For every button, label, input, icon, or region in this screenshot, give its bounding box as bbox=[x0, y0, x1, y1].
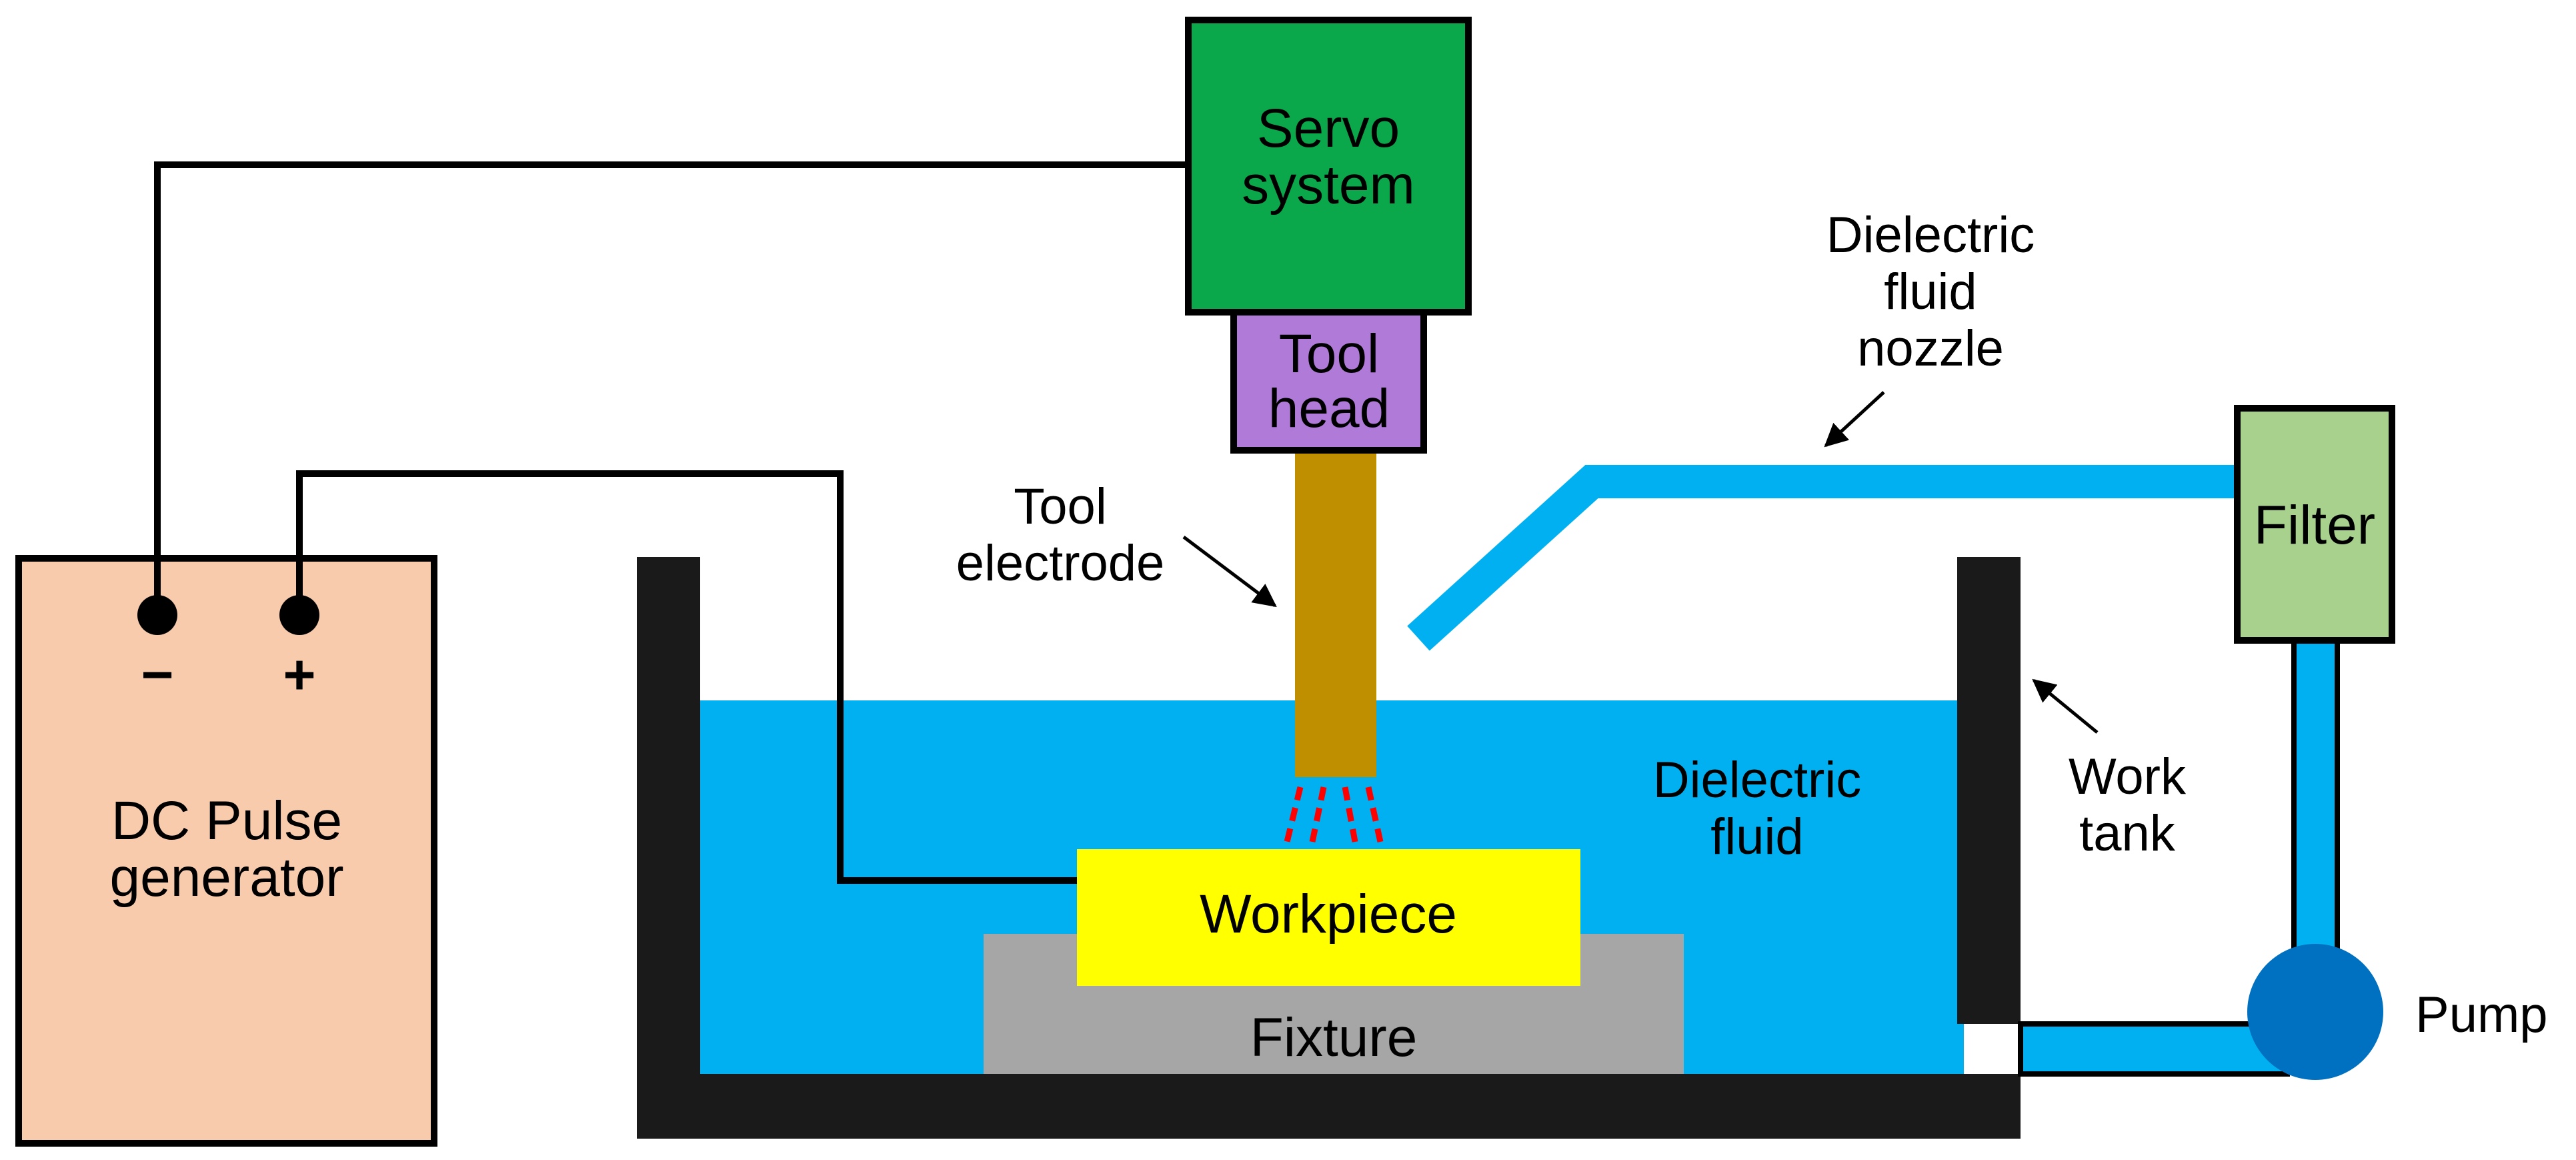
work-tank-left-wall bbox=[637, 557, 700, 1139]
return-pipe-horizontal bbox=[2018, 1021, 2290, 1077]
work-tank-right-wall bbox=[1957, 557, 2021, 1024]
tool-head-label-line2: head bbox=[1268, 378, 1390, 439]
filter-box bbox=[2234, 405, 2395, 644]
generator-label-line1: DC Pulse bbox=[111, 790, 342, 851]
spark-discharge bbox=[1284, 786, 1384, 843]
work-tank-arrow bbox=[2032, 678, 2099, 734]
servo-system-label-line2: system bbox=[1242, 155, 1415, 215]
nozzle-label-line2: fluid bbox=[1884, 263, 1977, 320]
tool-head-box bbox=[1230, 309, 1427, 454]
tool-head-label-line1: Tool bbox=[1279, 324, 1379, 384]
nozzle-arrow bbox=[1824, 391, 1885, 448]
generator-label-line2: generator bbox=[109, 847, 343, 908]
negative-wire-to-servo bbox=[154, 161, 1188, 615]
negative-terminal bbox=[137, 595, 177, 635]
spark-1 bbox=[1284, 786, 1304, 843]
spark-2 bbox=[1309, 786, 1327, 842]
work-tank-label-line1: Work bbox=[2069, 748, 2187, 805]
nozzle-label-line3: nozzle bbox=[1857, 320, 2004, 377]
filter-label: Filter bbox=[2254, 495, 2375, 556]
spark-4 bbox=[1365, 786, 1384, 842]
work-tank-label-line2: tank bbox=[2079, 805, 2176, 862]
spark-3 bbox=[1342, 786, 1358, 842]
positive-terminal bbox=[279, 595, 319, 635]
positive-wire-to-workpiece bbox=[296, 470, 1077, 884]
dielectric-fluid-label-line1: Dielectric bbox=[1653, 752, 1862, 808]
dielectric-fluid-label-line2: fluid bbox=[1710, 808, 1803, 865]
servo-system-label-line1: Servo bbox=[1257, 98, 1400, 159]
tool-electrode bbox=[1295, 454, 1376, 777]
fixture-label: Fixture bbox=[1250, 1007, 1418, 1068]
work-tank-bottom bbox=[637, 1074, 2021, 1139]
workpiece-label: Workpiece bbox=[1200, 884, 1457, 945]
dielectric-fluid-nozzle bbox=[1407, 465, 2237, 651]
workpiece-block bbox=[1077, 849, 1580, 986]
nozzle-label-line1: Dielectric bbox=[1826, 207, 2035, 263]
filter-supply-pipe bbox=[2291, 638, 2340, 990]
tool-electrode-label-line2: electrode bbox=[956, 535, 1165, 592]
negative-terminal-sign: − bbox=[141, 643, 173, 706]
pump-circle bbox=[2247, 944, 2383, 1080]
dc-pulse-generator-box bbox=[15, 555, 437, 1147]
servo-system-box bbox=[1185, 17, 1472, 316]
tool-electrode-label-line1: Tool bbox=[1014, 478, 1106, 535]
pump-label: Pump bbox=[2415, 987, 2548, 1043]
positive-terminal-sign: + bbox=[283, 643, 315, 706]
tool-electrode-arrow bbox=[1182, 536, 1277, 608]
